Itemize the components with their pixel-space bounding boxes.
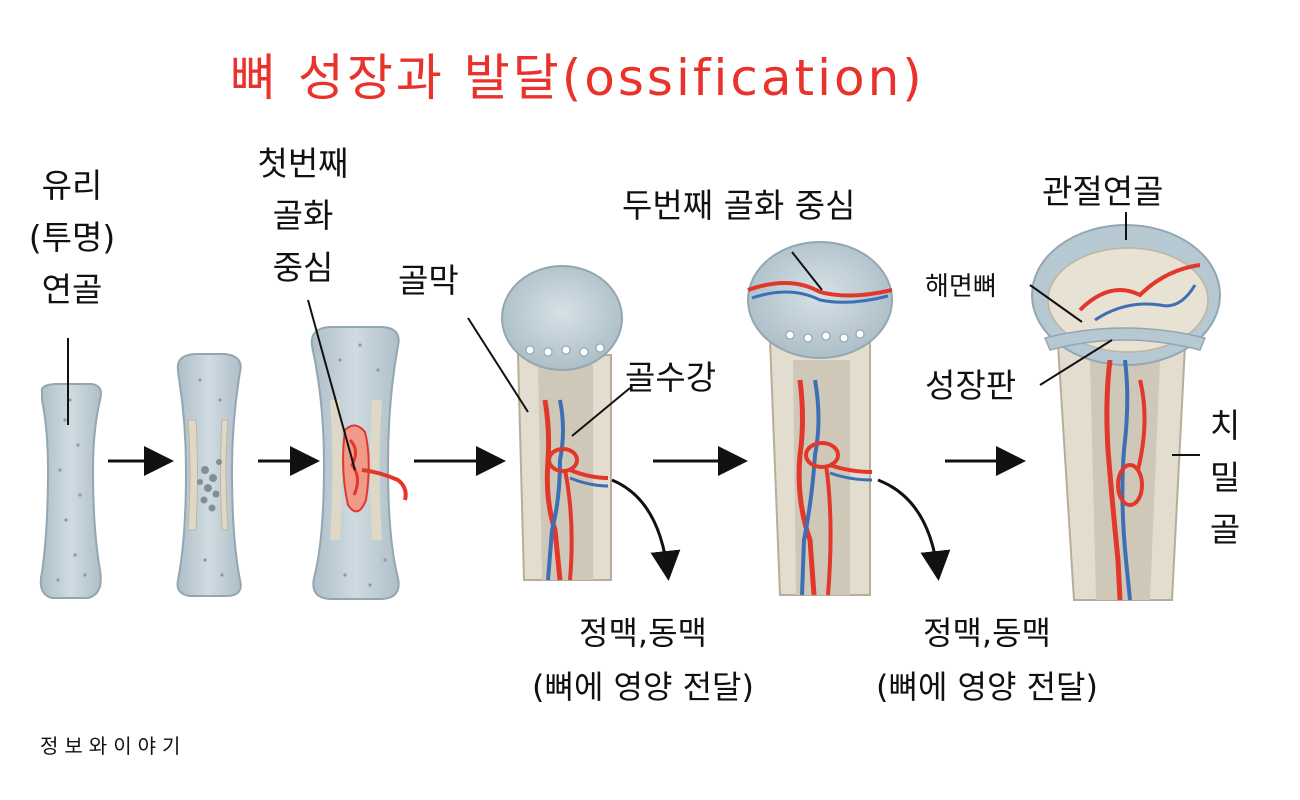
label-line: 중심 — [272, 248, 334, 287]
vessel-caption-2: 정맥,동맥 (뼈에 영양 전달) — [822, 606, 1152, 714]
stage-6-mature-bone — [1031, 224, 1221, 601]
stage-4-medullary-cavity — [501, 265, 623, 581]
label-line: 유리 — [41, 166, 103, 205]
secondary-ossification-label: 두번째 골화 중심 — [622, 186, 856, 225]
vessel-arrows — [611, 478, 951, 581]
label-line: (투명) — [28, 218, 116, 257]
label-line: 첫번째 — [257, 144, 349, 183]
label-line: 골화 — [272, 196, 334, 235]
primary-ossification-label: 첫번째 골화 중심 — [238, 138, 368, 294]
compact-bone-label: 치 밀 골 — [1200, 400, 1250, 556]
spongy-bone-label: 해면뼈 — [925, 272, 997, 302]
caption-line: 정맥,동맥 — [923, 614, 1051, 652]
caption-line: 정맥,동맥 — [579, 614, 707, 652]
periosteum-label: 골막 — [398, 261, 459, 300]
articular-cartilage-label: 관절연골 — [1042, 172, 1164, 211]
stage-2-bone-collar — [176, 353, 242, 597]
stage-5-secondary-center — [747, 241, 893, 596]
medullary-cavity-label: 골수강 — [625, 358, 717, 397]
label-line: 골 — [1209, 510, 1241, 549]
stage-1-cartilage-model — [39, 383, 102, 599]
label-line: 연골 — [41, 270, 103, 309]
diagram-title: 뼈 성장과 발달(ossification) — [230, 49, 925, 107]
credit-text: 정보와이야기 — [40, 734, 187, 758]
growth-plate-label: 성장판 — [925, 366, 1017, 405]
caption-line: (뼈에 영양 전달) — [876, 668, 1098, 706]
caption-line: (뼈에 영양 전달) — [532, 668, 754, 706]
hyaline-cartilage-label: 유리 (투명) 연골 — [22, 160, 122, 316]
vessel-caption-1: 정맥,동맥 (뼈에 영양 전달) — [478, 606, 808, 714]
label-line: 치 — [1209, 406, 1241, 445]
leader-lines — [67, 212, 1200, 471]
label-line: 밀 — [1209, 458, 1241, 497]
